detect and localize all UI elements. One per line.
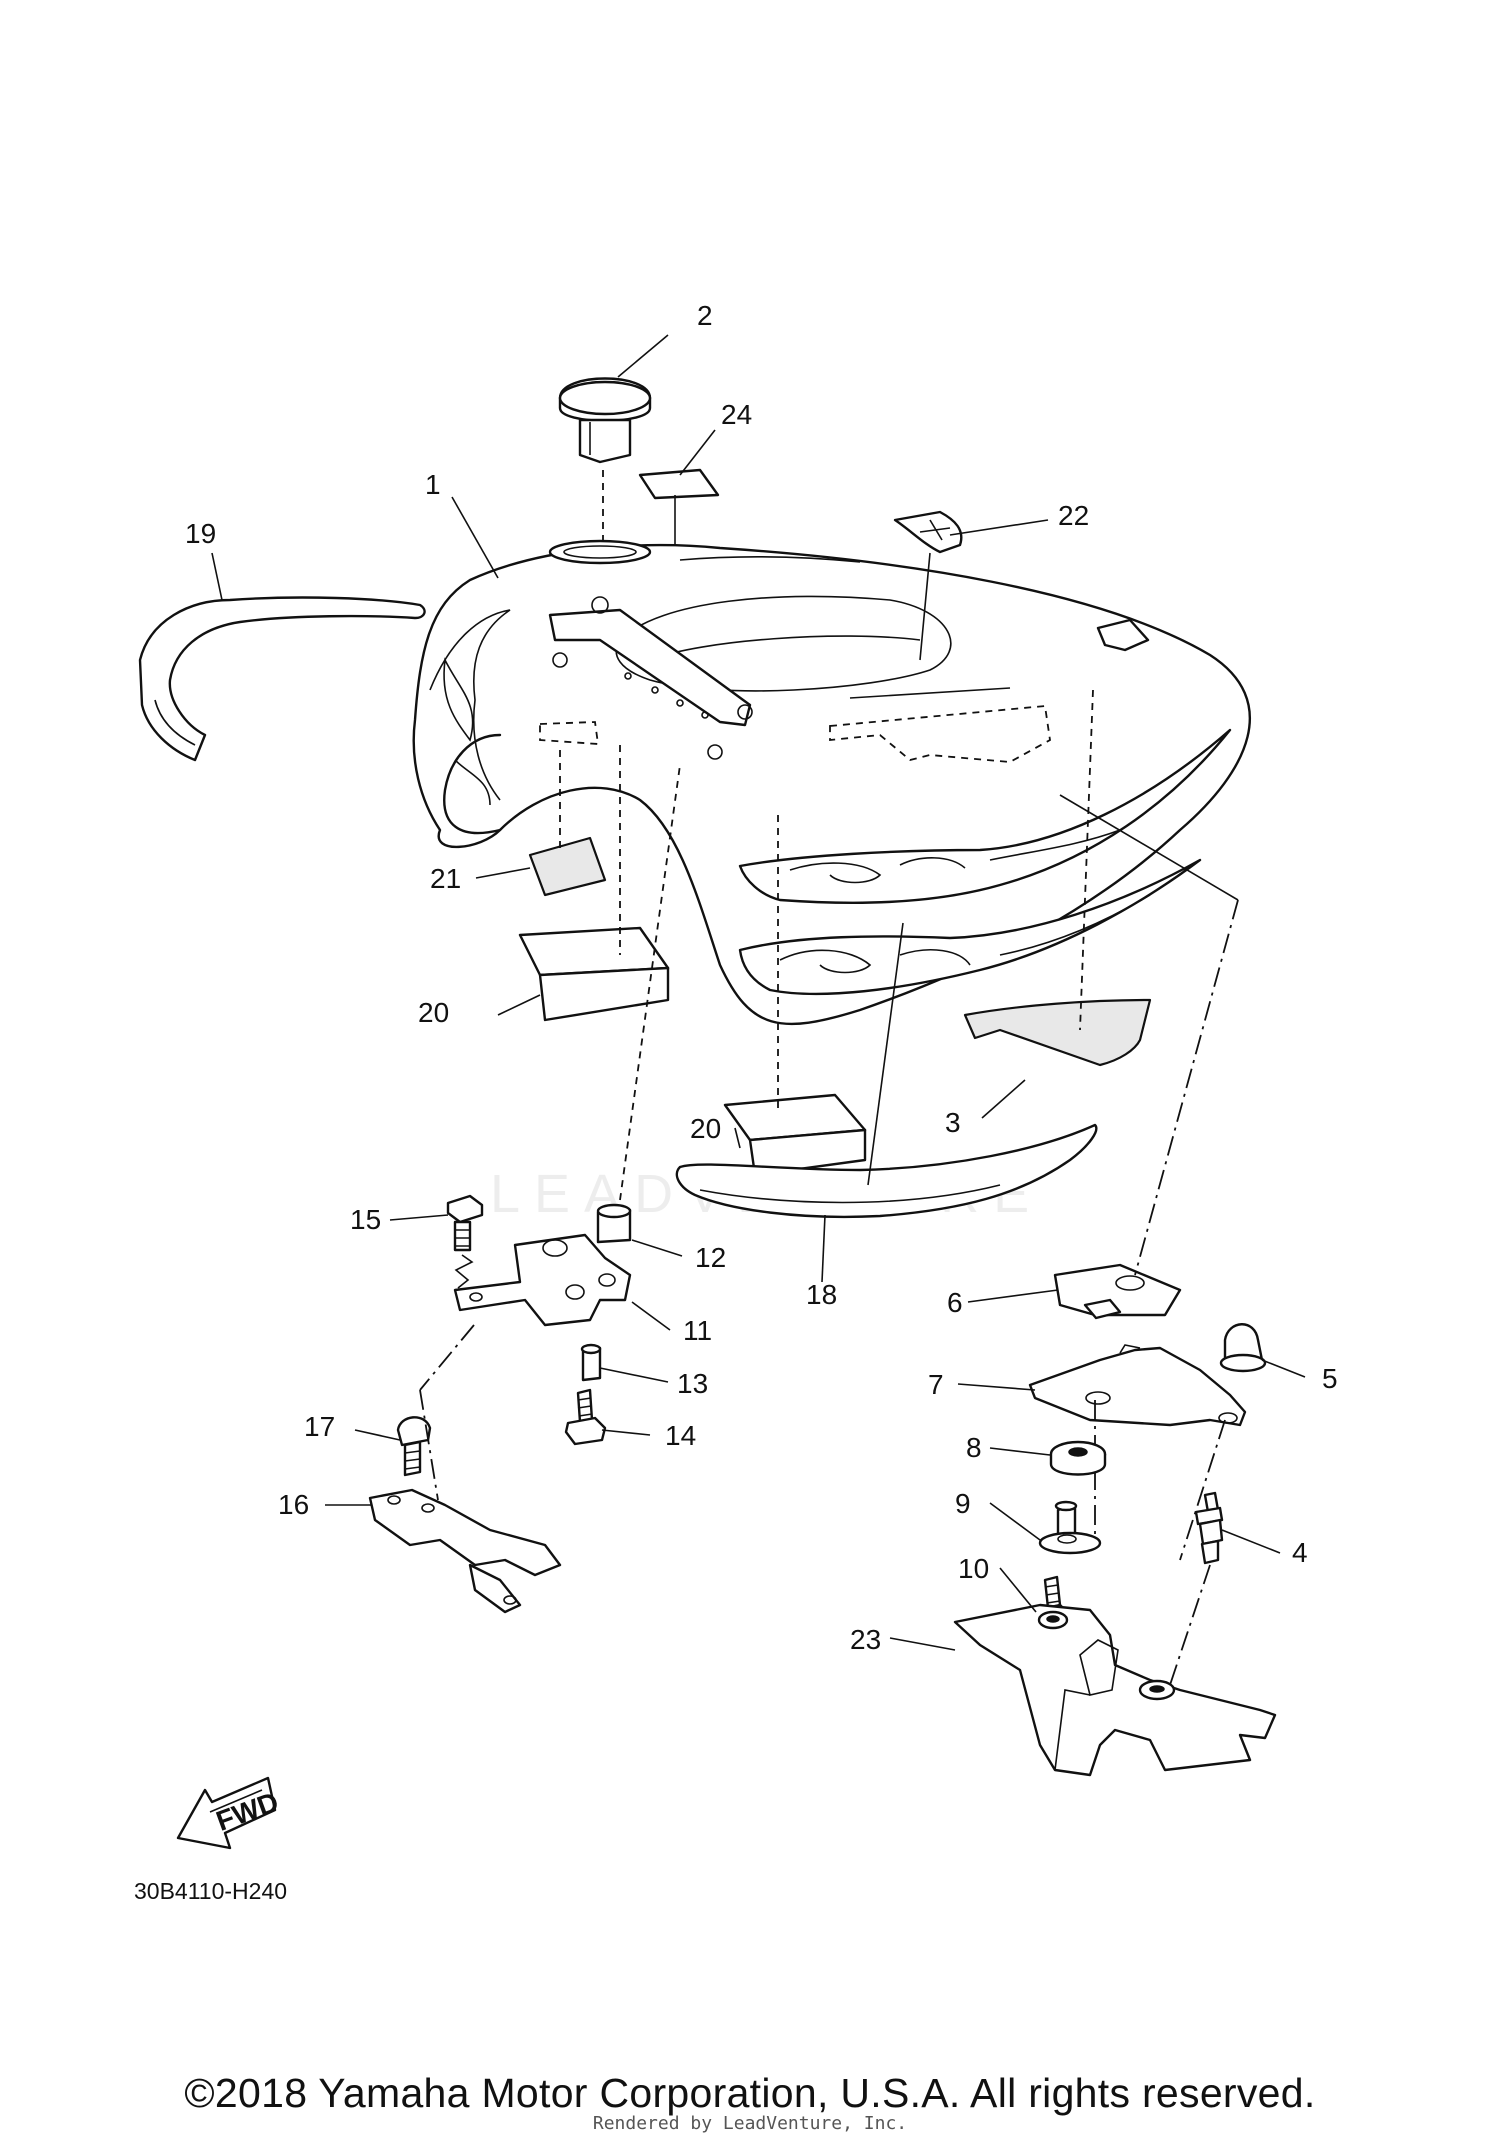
copyright-notice: ©2018 Yamaha Motor Corporation, U.S.A. A… xyxy=(184,2070,1316,2116)
bolt-14-part[interactable] xyxy=(564,1388,607,1446)
leader-lines xyxy=(211,334,1306,1651)
pad-21-part[interactable] xyxy=(528,750,607,897)
callout-14: 14 xyxy=(665,1420,696,1451)
callout-20b: 20 xyxy=(690,1113,721,1144)
trim-strip-19-part[interactable] xyxy=(138,596,426,762)
callout-13: 13 xyxy=(677,1368,708,1399)
callout-24: 24 xyxy=(721,399,752,430)
emblem-22-part[interactable] xyxy=(893,510,963,661)
damper-20a-part[interactable] xyxy=(518,745,670,1022)
rendered-by-notice: Rendered by LeadVenture, Inc. xyxy=(592,2113,908,2134)
bracket-23-part[interactable] xyxy=(953,1603,1277,1777)
bracket-11-part[interactable] xyxy=(419,1233,632,1391)
damper-20b-part[interactable] xyxy=(723,815,867,1177)
callout-11: 11 xyxy=(683,1315,712,1346)
guide-line xyxy=(1134,899,1239,1276)
pad-6-part[interactable] xyxy=(1053,1263,1182,1320)
nut-5-part[interactable] xyxy=(1219,1323,1267,1373)
callout-6: 6 xyxy=(947,1287,963,1318)
washer-8-part[interactable] xyxy=(1049,1440,1107,1476)
callout-10: 10 xyxy=(958,1553,989,1584)
callout-15: 15 xyxy=(350,1204,381,1235)
callout-12: 12 xyxy=(695,1242,726,1273)
guide-line xyxy=(1059,794,1239,901)
grommet-12-part[interactable] xyxy=(596,764,681,1244)
trim-18-part[interactable] xyxy=(675,922,1098,1219)
fwd-arrow-icon: FWD xyxy=(176,1776,283,1850)
fuel-tank-part[interactable] xyxy=(412,539,1251,1026)
callout-17: 17 xyxy=(304,1411,335,1442)
guide-line xyxy=(419,1389,439,1501)
decal-24-part[interactable] xyxy=(638,468,720,545)
stud-4-part[interactable] xyxy=(1169,1491,1224,1686)
guide-line xyxy=(1079,689,1094,1031)
callout-1: 1 xyxy=(425,469,441,500)
decal-3-part[interactable] xyxy=(963,998,1152,1067)
callout-labels: 1 2 3 4 5 6 7 8 9 10 11 12 13 14 15 16 1… xyxy=(185,300,1338,1655)
callout-18: 18 xyxy=(806,1279,837,1310)
bracket-16-part[interactable] xyxy=(368,1488,562,1614)
callout-16: 16 xyxy=(278,1489,309,1520)
diagram-code: 30B4110-H240 xyxy=(134,1878,288,1904)
callout-19: 19 xyxy=(185,518,216,549)
collar-9-part[interactable] xyxy=(1038,1500,1102,1555)
callout-9: 9 xyxy=(955,1488,971,1519)
screw-17-part[interactable] xyxy=(396,1416,432,1477)
callout-23: 23 xyxy=(850,1624,881,1655)
callout-4: 4 xyxy=(1292,1537,1308,1568)
callout-2: 2 xyxy=(697,300,713,331)
bolt-15-part[interactable] xyxy=(446,1194,484,1289)
fuel-cap-part[interactable] xyxy=(558,377,652,546)
callout-5: 5 xyxy=(1322,1363,1338,1394)
callout-20a: 20 xyxy=(418,997,449,1028)
collar-13-part[interactable] xyxy=(580,1343,602,1382)
callout-21: 21 xyxy=(430,863,461,894)
callout-3: 3 xyxy=(945,1107,961,1138)
callout-7: 7 xyxy=(928,1369,944,1400)
callout-8: 8 xyxy=(966,1432,982,1463)
callout-22: 22 xyxy=(1058,500,1089,531)
